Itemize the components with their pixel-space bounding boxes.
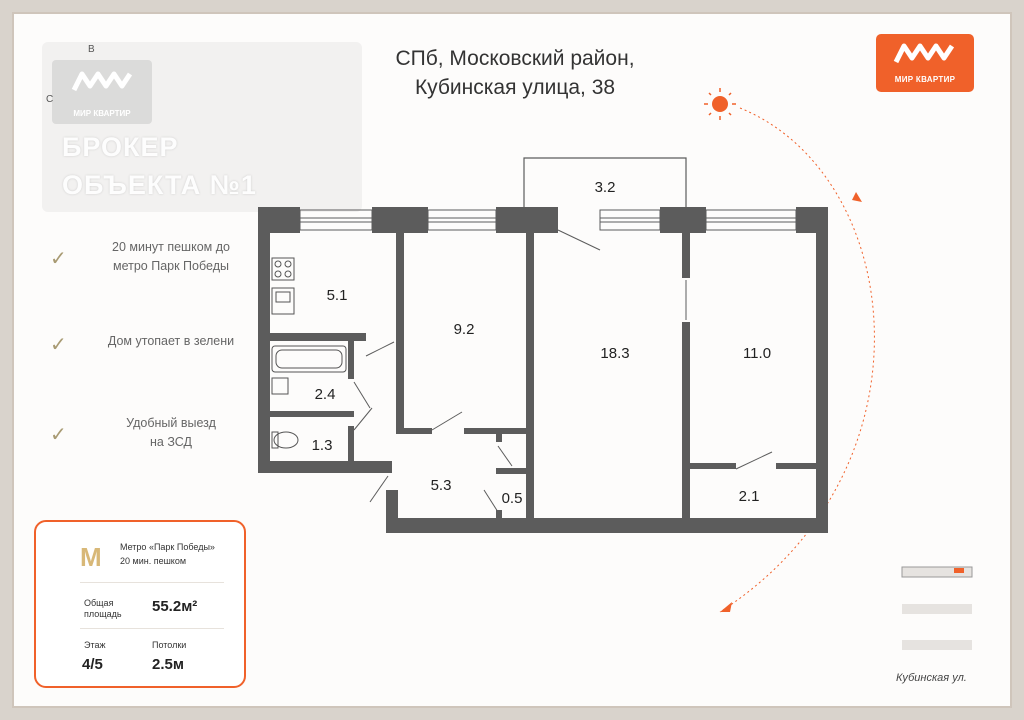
watermark-logo-label: МИР КВАРТИР	[73, 109, 131, 118]
ceiling-value: 2.5м	[152, 656, 184, 673]
room-labels: 5.1 9.2 18.3 11.0 3.2 2.4 1.3 5.3 0.5 2.…	[312, 179, 771, 507]
feature-green-line1: Дом утопает в зелени	[107, 334, 235, 348]
room-living-area: 18.3	[600, 345, 629, 362]
watermark-logo-icon	[71, 71, 133, 92]
watermark-line2: ОБЪЕКТА №1	[62, 170, 257, 200]
windows	[299, 157, 797, 513]
brand-logo-icon	[893, 43, 955, 64]
stove-icon	[271, 257, 295, 281]
sun-path	[704, 88, 875, 626]
room-hall-area: 5.3	[431, 477, 452, 494]
info-card: M Метро «Парк Победы» 20 мин. пешком Общ…	[34, 520, 246, 688]
area-label: Общая площадь	[84, 598, 122, 620]
room-kitchen-area: 5.1	[327, 287, 348, 304]
feature-green: Дом утопает в зелени	[76, 332, 266, 351]
feature-metro-line2: метро Парк Победы	[113, 259, 229, 273]
feature-road-line1: Удобный выезд	[126, 416, 216, 430]
room-balcony-area: 3.2	[595, 179, 616, 196]
fixtures	[271, 257, 347, 449]
floor-value: 4/5	[82, 656, 103, 673]
area-label-line2: площадь	[84, 609, 122, 619]
brand-name: МИР КВАРТИР	[894, 75, 956, 84]
metro-name: Метро «Парк Победы»	[120, 542, 215, 552]
sink-icon	[271, 287, 295, 315]
area-label-line1: Общая	[84, 598, 114, 608]
check-icon: ✓	[50, 424, 67, 446]
watermark-line1: БРОКЕР	[62, 132, 179, 162]
bathtub-icon	[271, 345, 347, 373]
address-title: СПб, Московский район, Кубинская улица, …	[370, 44, 660, 102]
site-legend	[901, 566, 973, 650]
metro-icon: M	[80, 542, 102, 572]
divider	[80, 628, 224, 629]
check-icon: ✓	[50, 248, 67, 270]
address-line1: СПб, Московский район,	[395, 47, 635, 70]
brand-logo: МИР КВАРТИР	[876, 34, 974, 92]
address-line2: Кубинская улица, 38	[414, 76, 616, 99]
walls	[258, 207, 828, 533]
room-bathroom-area: 2.4	[315, 386, 336, 403]
floor-label: Этаж	[84, 640, 106, 650]
toilet-icon	[273, 431, 299, 449]
street-label: Кубинская ул.	[896, 672, 967, 684]
compass-west: С	[46, 94, 54, 105]
room-room-area: 11.0	[743, 345, 771, 362]
area-value: 55.2м²	[152, 598, 198, 615]
feature-road: Удобный выезд на ЗСД	[76, 414, 266, 452]
feature-road-line2: на ЗСД	[150, 435, 192, 449]
watermark-logo: МИР КВАРТИР	[52, 60, 152, 124]
feature-metro: 20 минут пешком до метро Парк Победы	[76, 238, 266, 276]
watermark-text: БРОКЕР ОБЪЕКТА №1	[62, 128, 257, 204]
check-icon: ✓	[50, 334, 67, 356]
compass-north: В	[88, 44, 95, 55]
room-toilet-area: 1.3	[312, 437, 333, 454]
metro-walk-time: 20 мин. пешком	[120, 556, 187, 566]
room-storage-area: 2.1	[739, 488, 760, 505]
washbasin-icon	[271, 377, 289, 395]
room-closet-area: 0.5	[502, 490, 523, 507]
ceiling-label: Потолки	[152, 640, 187, 650]
sun-icon	[704, 88, 736, 120]
divider	[80, 582, 224, 583]
room-bedroom-area: 9.2	[454, 321, 475, 338]
feature-metro-line1: 20 минут пешком до	[112, 240, 230, 254]
